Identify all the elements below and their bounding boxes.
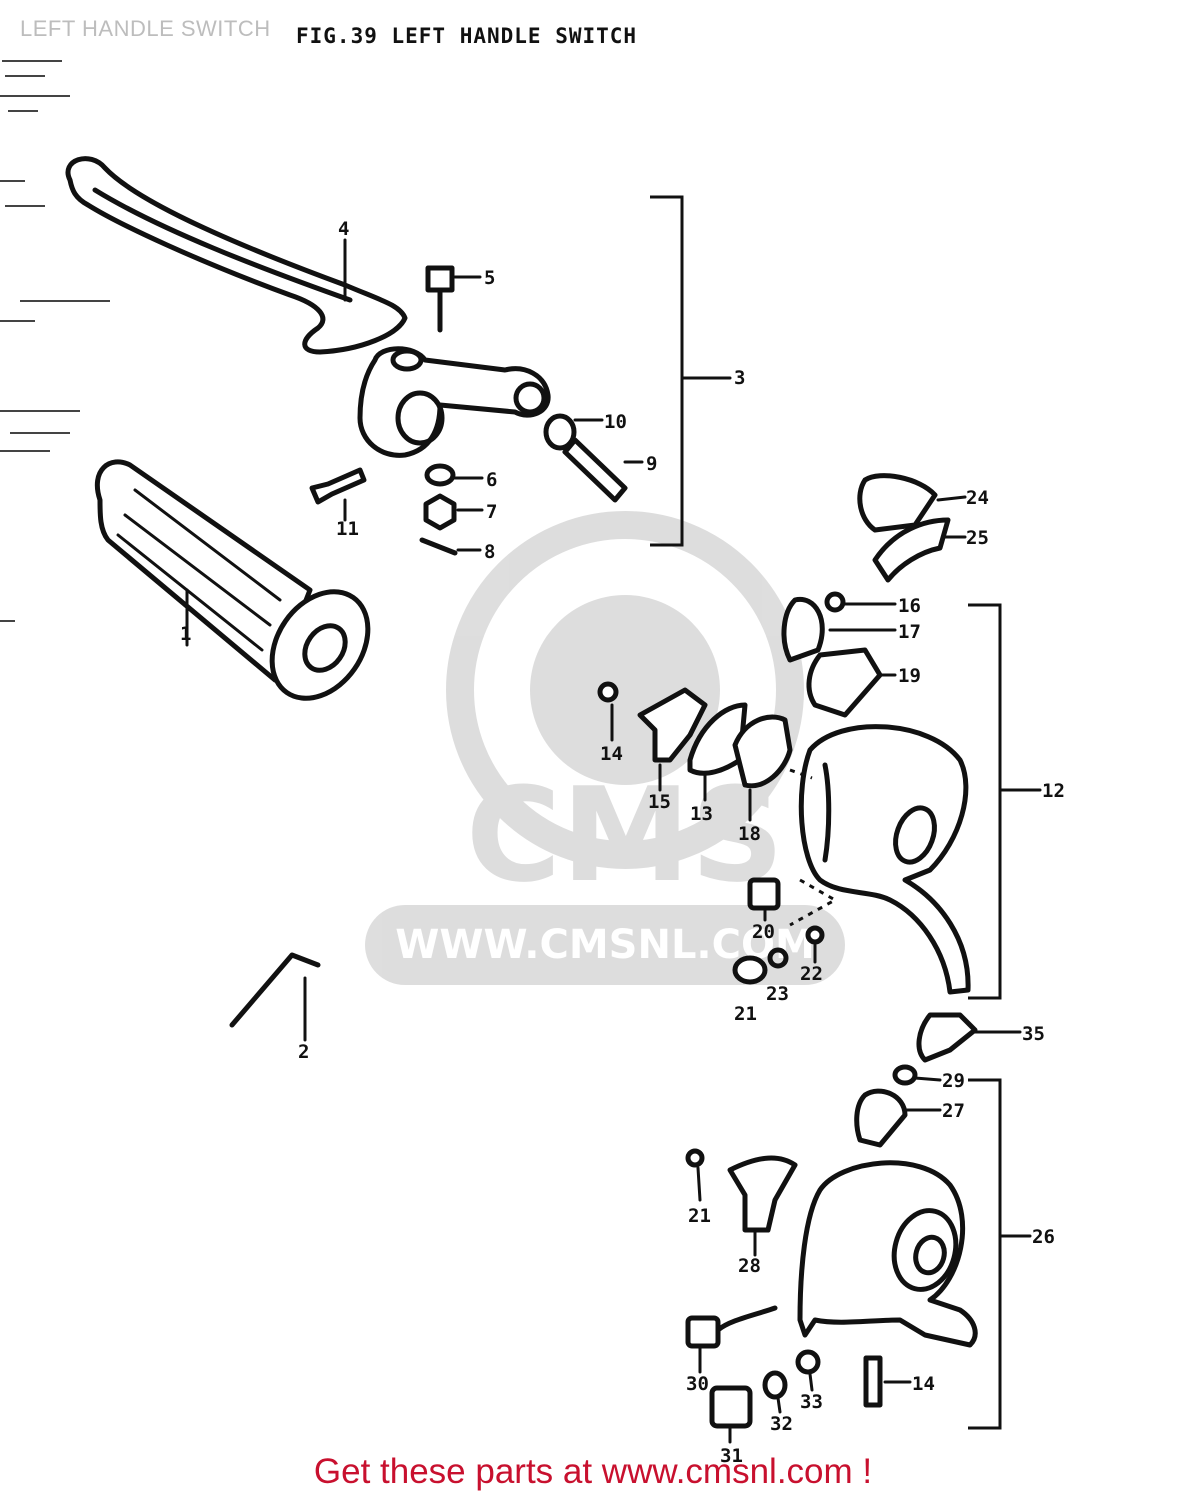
callout-20: 20 [752, 921, 775, 943]
bracket-bolt [309, 467, 367, 505]
callout-4: 4 [338, 218, 349, 240]
screw-14 [597, 681, 619, 703]
callout-17: 17 [898, 621, 921, 643]
callout-33: 33 [800, 1391, 823, 1413]
callout-8: 8 [484, 541, 495, 563]
grommet-32 [762, 1370, 788, 1400]
callout-15: 15 [648, 791, 671, 813]
switch-knob [857, 473, 938, 533]
callout-12: 12 [1042, 780, 1065, 802]
lever-bracket [357, 346, 551, 458]
plate-13 [687, 702, 748, 776]
bracket-12 [968, 603, 1002, 1000]
callout-29: 29 [942, 1070, 965, 1092]
bulb-21 [732, 955, 768, 985]
knob-28 [727, 1155, 798, 1233]
handle-grip [94, 459, 371, 701]
callout-21b: 21 [688, 1205, 711, 1227]
callout-11: 11 [336, 518, 359, 540]
callout-labels: 1 2 3 4 5 6 7 8 9 10 11 12 13 14 15 16 1… [180, 218, 1065, 1467]
screw-14b [863, 1355, 883, 1408]
callout-10: 10 [604, 411, 627, 433]
callout-27: 27 [942, 1100, 965, 1122]
callout-19: 19 [898, 665, 921, 687]
callout-14b: 14 [912, 1373, 935, 1395]
part-20 [747, 877, 781, 911]
callout-26: 26 [1032, 1226, 1055, 1248]
callout-28: 28 [738, 1255, 761, 1277]
callout-23: 23 [766, 983, 789, 1005]
cable-adjuster [562, 437, 628, 503]
callout-22: 22 [800, 963, 823, 985]
upper-switch-housing [798, 724, 971, 995]
connector-30 [685, 1315, 721, 1349]
callout-21: 21 [734, 1003, 757, 1025]
adjuster-ring [543, 413, 577, 451]
callout-14: 14 [600, 743, 623, 765]
lower-switch-housing [797, 1160, 978, 1348]
nut-33 [795, 1349, 821, 1375]
pivot-bolt [425, 265, 455, 333]
figure-title: FIG.39 LEFT HANDLE SWITCH [296, 24, 638, 48]
nut [423, 493, 457, 531]
callout-24: 24 [966, 487, 989, 509]
screw-22 [805, 925, 825, 945]
footer-parts-link[interactable]: Get these parts at www.cmsnl.com ! [313, 1452, 873, 1491]
knob-15 [637, 687, 708, 763]
leader-lines [185, 238, 1042, 1444]
cms-watermark: CMS WWW.CMSNL.COM [365, 511, 845, 985]
callout-6: 6 [486, 469, 497, 491]
switch-lever-19 [806, 647, 883, 718]
callout-2: 2 [298, 1041, 309, 1063]
knob-35 [916, 1012, 978, 1063]
switch-lever-17 [781, 596, 825, 663]
callout-35: 35 [1022, 1023, 1045, 1045]
cable-clamp [229, 952, 321, 1028]
callout-31: 31 [720, 1445, 743, 1467]
bracket-3 [650, 195, 684, 547]
washer [424, 463, 456, 487]
screw-21b [685, 1148, 705, 1168]
callout-3: 3 [734, 367, 745, 389]
callout-25: 25 [966, 527, 989, 549]
lever-27 [854, 1088, 908, 1148]
screw-16 [824, 591, 846, 613]
callout-5: 5 [484, 267, 495, 289]
screw-29 [892, 1064, 918, 1086]
clutch-lever [65, 156, 408, 355]
washer-23 [767, 947, 789, 969]
cotter-pin [419, 537, 458, 556]
callout-9: 9 [646, 453, 657, 475]
callout-7: 7 [486, 501, 497, 523]
callout-30: 30 [686, 1373, 709, 1395]
connector-31 [709, 1385, 753, 1429]
knob-cover [872, 517, 951, 583]
watermark-brand: CMS [466, 759, 784, 911]
page-title: LEFT HANDLE SWITCH [20, 16, 271, 41]
callout-32: 32 [770, 1413, 793, 1435]
switch-18 [732, 714, 793, 789]
bracket-26 [968, 1078, 1002, 1430]
callout-16: 16 [898, 595, 921, 617]
callout-18: 18 [738, 823, 761, 845]
callout-13: 13 [690, 803, 713, 825]
scan-noise [0, 60, 110, 622]
callout-1: 1 [180, 623, 191, 645]
